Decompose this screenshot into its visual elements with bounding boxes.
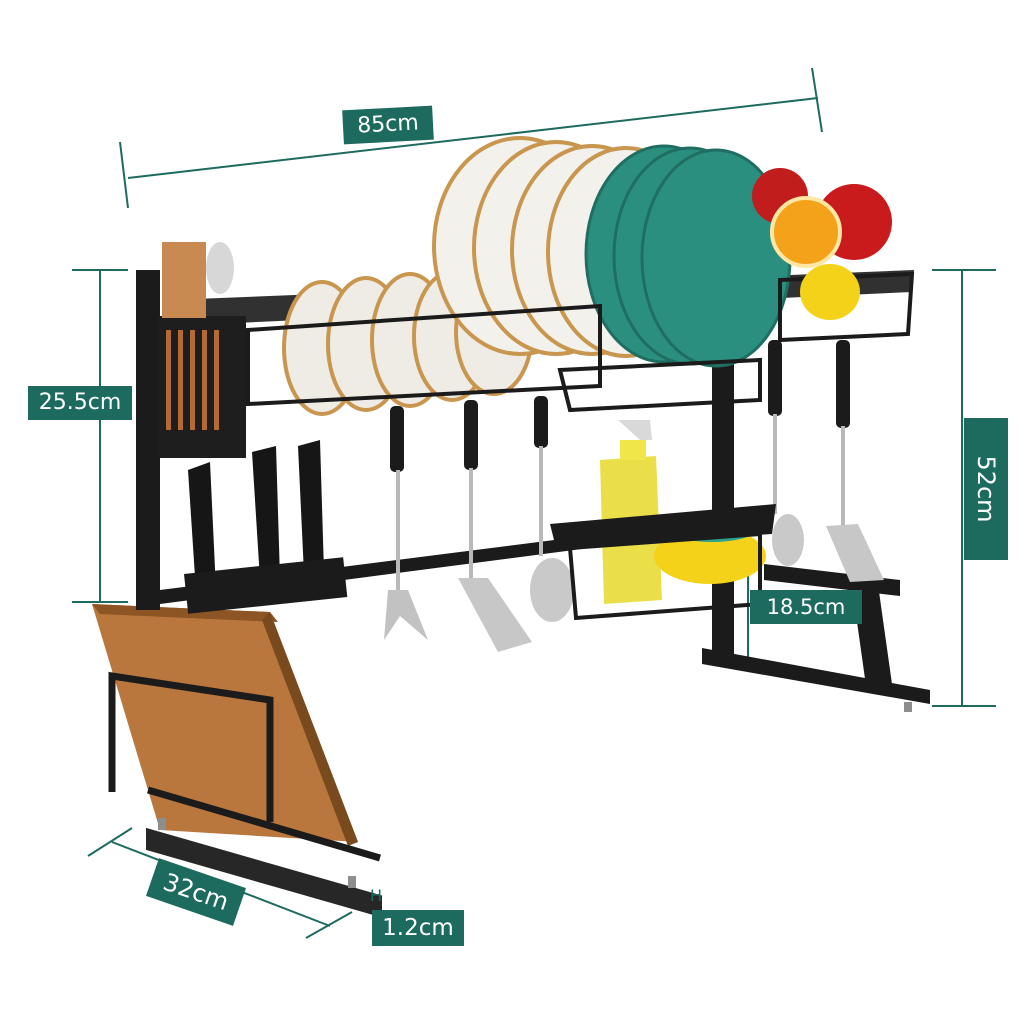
lower-basket [550, 420, 776, 621]
width-dimension-line [127, 97, 819, 179]
board-holder [108, 671, 381, 862]
right-height-label-text: 52cm [972, 455, 1000, 523]
dish-basket [246, 271, 915, 413]
right-height-label: 52cm [964, 418, 1008, 560]
left-height-label: 25.5cm [28, 386, 132, 420]
width-label: 85cm [342, 105, 434, 145]
basket-height-label: 18.5cm [750, 590, 862, 624]
dimension-lines [72, 67, 996, 939]
foot-height-label: 1.2cm [372, 910, 464, 946]
plates [432, 136, 792, 368]
utensil-holder [158, 242, 246, 458]
hanging-utensils [384, 340, 884, 652]
fruit [752, 168, 892, 320]
knives [184, 440, 348, 614]
foot-height-marker: H [370, 886, 383, 905]
feet [158, 702, 912, 888]
